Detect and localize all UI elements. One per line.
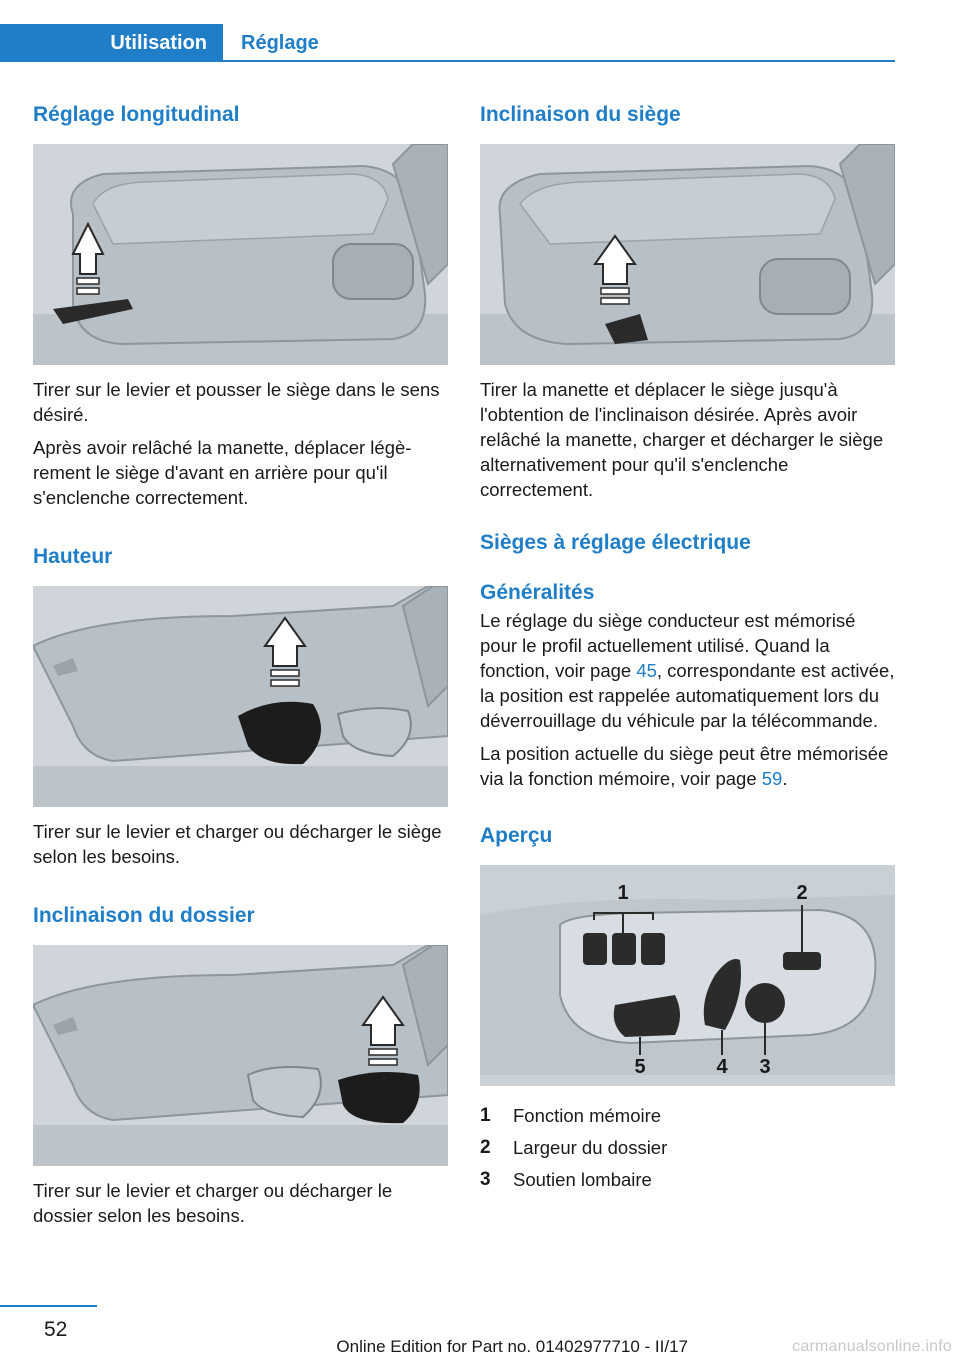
callout-5: 5	[634, 1056, 645, 1078]
list-item: 2 Largeur du dossier	[480, 1132, 895, 1164]
paragraph-text: La position actuelle du siège peut être …	[480, 743, 889, 789]
section-title-sieges-reglage-electrique: Sièges à réglage électrique	[480, 531, 751, 554]
paragraph: Tirer sur le levier et charger ou déchar…	[33, 821, 442, 867]
legend-label: Largeur du dossier	[513, 1137, 668, 1158]
legend-number: 3	[480, 1169, 491, 1190]
footer-rule	[0, 1305, 97, 1307]
callout-4: 4	[716, 1056, 728, 1078]
callout-2: 2	[796, 882, 807, 904]
section-title-inclinaison-dossier: Inclinaison du dossier	[33, 904, 255, 927]
backrest-tilt-lever-illustration	[33, 945, 448, 1166]
page-number: 52	[44, 1318, 68, 1341]
legend-number: 2	[480, 1137, 491, 1158]
left-column: Réglage longitudinal Tirer sur le levier…	[33, 100, 448, 1228]
tab-reglage[interactable]: Réglage	[241, 32, 319, 54]
electric-seat-controls-illustration: 1 2 5 4 3	[480, 865, 895, 1086]
paragraph: Tirer la manette et déplacer le siège ju…	[480, 379, 884, 500]
tab-utilisation[interactable]: Utilisation	[0, 24, 223, 62]
right-column: Inclinaison du siège Tirer la manette et…	[480, 100, 895, 1196]
watermark: carmanualsonline.info	[792, 1338, 952, 1355]
tab-underline	[223, 60, 895, 62]
paragraph-text: Le réglage du siège conducteur est mémor…	[480, 610, 856, 681]
callout-1: 1	[617, 882, 628, 904]
section-title-apercu: Aperçu	[480, 824, 553, 847]
paragraph: Le réglage du siège conducteur est mémor…	[480, 608, 895, 733]
seat-tilt-lever-illustration	[480, 144, 895, 365]
section-title-inclinaison-siege: Inclinaison du siège	[480, 103, 681, 126]
list-item: 1 Fonction mémoire	[480, 1100, 895, 1132]
page-link-59[interactable]: 59	[761, 768, 783, 789]
section-title-hauteur: Hauteur	[33, 545, 113, 568]
list-item: 3 Soutien lombaire	[480, 1164, 895, 1196]
section-title-reglage-longitudinal: Réglage longitudinal	[33, 103, 240, 126]
section-title-generalites: Généralités	[480, 581, 595, 604]
paragraph: Après avoir relâché la manette, déplacer…	[33, 437, 412, 508]
paragraph: Tirer sur le levier et charger ou déchar…	[33, 1180, 393, 1226]
paragraph: La position actuelle du siège peut être …	[480, 741, 895, 791]
header-tabs: Utilisation Réglage	[0, 24, 895, 62]
paragraph: Tirer sur le levier et pousser le siège …	[33, 379, 440, 425]
legend-number: 1	[480, 1105, 491, 1126]
legend-label: Fonction mémoire	[513, 1105, 662, 1126]
overview-legend: 1 Fonction mémoire 2 Largeur du dossier …	[480, 1100, 895, 1196]
legend-label: Soutien lombaire	[513, 1169, 652, 1190]
page-link-45[interactable]: 45	[636, 660, 657, 681]
paragraph-text: , correspondante est ac­tivée, la positi…	[480, 660, 895, 731]
seat-height-lever-illustration	[33, 586, 448, 807]
callout-3: 3	[759, 1056, 770, 1078]
paragraph-text: .	[782, 768, 788, 789]
edition-note: Online Edition for Part no. 01402977710 …	[336, 1337, 688, 1356]
seat-longitudinal-lever-illustration	[33, 144, 448, 365]
